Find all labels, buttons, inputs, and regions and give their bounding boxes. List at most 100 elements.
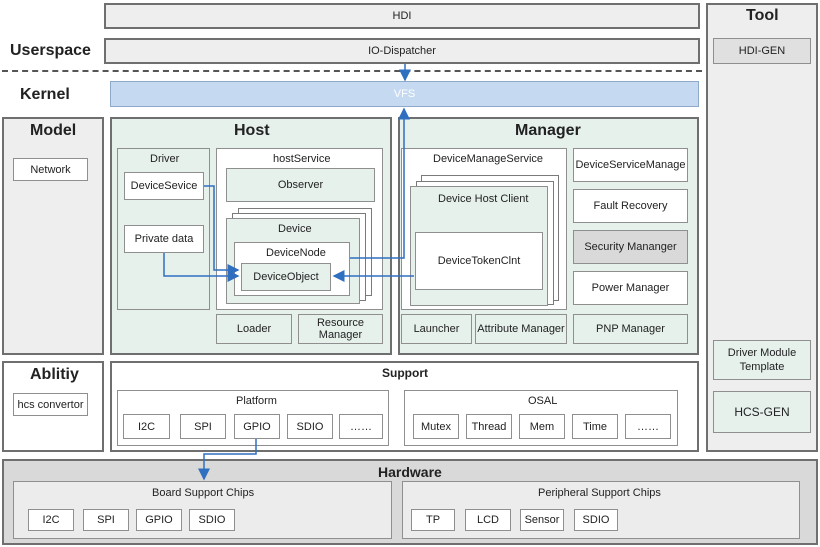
device-host-client-label: Device Host Client bbox=[438, 193, 529, 205]
security-manager-label: Security Mananger bbox=[584, 241, 677, 253]
network-box: Network bbox=[13, 158, 88, 181]
hardware-label: Hardware bbox=[378, 464, 442, 480]
platform-gpio-box: GPIO bbox=[234, 414, 280, 439]
osal-mem-box: Mem bbox=[519, 414, 565, 439]
device-node-to-vfs-arrow bbox=[350, 107, 410, 259]
osal-mutex-label: Mutex bbox=[421, 420, 451, 433]
board-spi-box: SPI bbox=[83, 509, 129, 531]
board-spi-label: SPI bbox=[97, 514, 115, 526]
osal-thread-label: Thread bbox=[471, 420, 507, 433]
gpio-to-board-arrow bbox=[198, 439, 257, 481]
support-label: Support bbox=[382, 366, 428, 380]
private-data-label: Private data bbox=[134, 233, 194, 245]
platform-i2c-box: I2C bbox=[123, 414, 170, 439]
hcs-gen-box: HCS-GEN bbox=[713, 391, 811, 433]
board-i2c-box: I2C bbox=[28, 509, 74, 531]
osal-mem-label: Mem bbox=[529, 420, 555, 433]
device-object-label: DeviceObject bbox=[253, 271, 319, 283]
driver-module-template-label: Driver Module Template bbox=[727, 347, 797, 373]
peripheral-lcd-box: LCD bbox=[465, 509, 511, 531]
hcs-convertor-box: hcs convertor bbox=[13, 393, 88, 416]
device-token-clnt-label: DeviceTokenClnt bbox=[437, 255, 521, 267]
platform-more-label: …… bbox=[350, 420, 372, 433]
private-data-box: Private data bbox=[124, 225, 204, 253]
platform-sdio-label: SDIO bbox=[296, 420, 324, 433]
board-sdio-label: SDIO bbox=[198, 514, 226, 526]
device-service-box: DeviceSevice bbox=[124, 172, 204, 200]
device-service-manage-label: DeviceServiceManage bbox=[575, 159, 686, 171]
peripheral-support-label: Peripheral Support Chips bbox=[538, 487, 661, 499]
manager-label: Manager bbox=[515, 122, 581, 139]
fault-recovery-box: Fault Recovery bbox=[573, 189, 688, 223]
platform-spi-label: SPI bbox=[194, 420, 212, 433]
board-support-label: Board Support Chips bbox=[152, 487, 255, 499]
hcs-convertor-label: hcs convertor bbox=[17, 398, 84, 411]
board-i2c-label: I2C bbox=[42, 514, 60, 526]
io-dispatcher-label: IO-Dispatcher bbox=[368, 45, 436, 57]
loader-box: Loader bbox=[216, 314, 292, 344]
resource-manager-box: Resource Manager bbox=[298, 314, 383, 344]
driver-label: Driver bbox=[150, 153, 180, 165]
loader-label: Loader bbox=[236, 323, 272, 335]
hdi-gen-box: HDI-GEN bbox=[713, 38, 811, 64]
device-object-box: DeviceObject bbox=[241, 263, 331, 291]
device-label: Device bbox=[278, 223, 312, 235]
platform-spi-box: SPI bbox=[180, 414, 226, 439]
device-service-to-object-arrow bbox=[204, 185, 240, 276]
platform-i2c-label: I2C bbox=[137, 420, 156, 433]
observer-box: Observer bbox=[226, 168, 375, 202]
driver-module-template-box: Driver Module Template bbox=[713, 340, 811, 380]
host-label: Host bbox=[234, 122, 270, 139]
model-panel bbox=[2, 117, 104, 355]
platform-more-box: …… bbox=[339, 414, 383, 439]
attribute-manager-label: Attribute Manager bbox=[477, 323, 565, 335]
userspace-label: Userspace bbox=[10, 42, 91, 59]
launcher-box: Launcher bbox=[401, 314, 472, 344]
hdi-label: HDI bbox=[392, 10, 412, 22]
pnp-manager-box: PNP Manager bbox=[573, 314, 688, 344]
device-service-manage-box: DeviceServiceManage bbox=[573, 148, 688, 182]
board-sdio-box: SDIO bbox=[189, 509, 235, 531]
osal-more-label: …… bbox=[637, 420, 659, 433]
peripheral-lcd-label: LCD bbox=[476, 514, 499, 526]
kernel-label: Kernel bbox=[20, 86, 70, 103]
pnp-manager-label: PNP Manager bbox=[596, 323, 665, 335]
private-data-to-object-arrow bbox=[163, 253, 240, 282]
osal-label: OSAL bbox=[528, 395, 558, 407]
device-node-label: DeviceNode bbox=[266, 247, 326, 259]
userspace-kernel-divider bbox=[2, 70, 702, 72]
power-manager-label: Power Manager bbox=[591, 282, 670, 294]
platform-label: Platform bbox=[236, 395, 277, 407]
peripheral-sensor-box: Sensor bbox=[520, 509, 564, 531]
hdi-layer: HDI bbox=[104, 3, 700, 29]
osal-mutex-box: Mutex bbox=[413, 414, 459, 439]
osal-time-box: Time bbox=[572, 414, 618, 439]
ability-label: Ablitiy bbox=[30, 366, 79, 383]
platform-gpio-label: GPIO bbox=[243, 420, 271, 433]
peripheral-sdio-box: SDIO bbox=[574, 509, 618, 531]
vfs-label: VFS bbox=[393, 88, 416, 100]
osal-more-box: …… bbox=[625, 414, 671, 439]
board-gpio-box: GPIO bbox=[136, 509, 182, 531]
tool-label: Tool bbox=[746, 7, 779, 24]
peripheral-sensor-label: Sensor bbox=[524, 514, 560, 526]
peripheral-tp-label: TP bbox=[425, 514, 441, 526]
peripheral-sdio-label: SDIO bbox=[582, 514, 610, 526]
device-token-clnt-box: DeviceTokenClnt bbox=[415, 232, 543, 290]
osal-thread-box: Thread bbox=[466, 414, 512, 439]
security-manager-box: Security Mananger bbox=[573, 230, 688, 264]
hcs-gen-label: HCS-GEN bbox=[734, 405, 790, 419]
vfs-layer: VFS bbox=[110, 81, 699, 107]
launcher-label: Launcher bbox=[413, 323, 460, 335]
device-manage-service-label: DeviceManageService bbox=[433, 153, 544, 165]
power-manager-box: Power Manager bbox=[573, 271, 688, 305]
board-gpio-label: GPIO bbox=[145, 514, 173, 526]
attribute-manager-box: Attribute Manager bbox=[475, 314, 567, 344]
osal-time-label: Time bbox=[582, 420, 608, 433]
device-service-label: DeviceSevice bbox=[130, 180, 198, 192]
observer-label: Observer bbox=[277, 179, 324, 191]
platform-sdio-box: SDIO bbox=[287, 414, 333, 439]
peripheral-tp-box: TP bbox=[411, 509, 455, 531]
io-dispatcher-layer: IO-Dispatcher bbox=[104, 38, 700, 64]
